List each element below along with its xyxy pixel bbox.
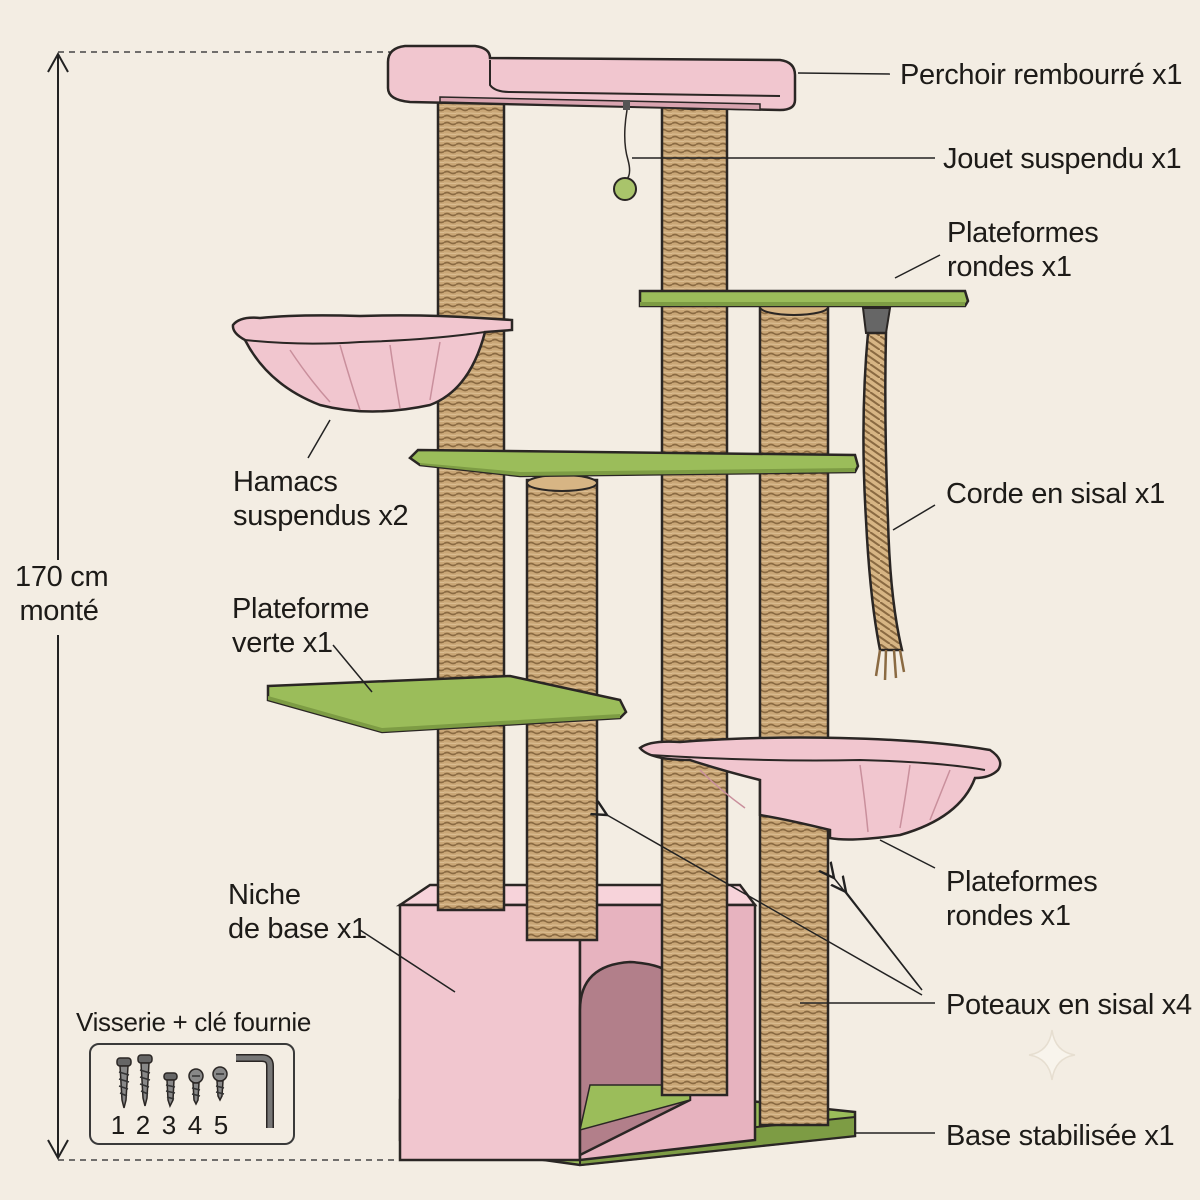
label-hammocks: Hamacs suspendus x2 — [233, 465, 409, 533]
label-line: Plateformes — [946, 866, 1098, 898]
leader-lines — [307, 72, 941, 1134]
sisal-post — [758, 303, 830, 1127]
label-line: Hamacs — [233, 466, 338, 498]
label-round-platform-bottom: Plateformes rondes x1 — [946, 865, 1098, 933]
hardware-title: Visserie + clé fournie — [76, 1007, 311, 1037]
hardware-number: 4 — [187, 1110, 203, 1140]
flat-screw-icon — [188, 1068, 204, 1106]
label-posts: Poteaux en sisal x4 — [946, 989, 1192, 1021]
lower-hammock — [638, 736, 1002, 841]
flat-screw-icon — [212, 1066, 228, 1102]
label-round-platform-top: Plateformes rondes x1 — [947, 216, 1099, 284]
padded-perch — [386, 44, 797, 112]
dimension-value: 170 cm — [15, 561, 109, 593]
middle-platform — [408, 448, 860, 478]
label-line: de base x1 — [228, 913, 367, 945]
label-line: Niche — [228, 879, 301, 911]
label-niche: Niche de base x1 — [228, 878, 367, 946]
hardware-icons — [116, 1054, 274, 1128]
dimension-unit-note: monté — [19, 595, 99, 627]
allen-key-icon — [236, 1054, 274, 1128]
label-toy: Jouet suspendu x1 — [943, 143, 1182, 175]
label-line: rondes x1 — [947, 251, 1072, 283]
hardware-number: 3 — [161, 1110, 177, 1140]
hardware-number: 5 — [213, 1110, 229, 1140]
hanging-toy — [613, 100, 637, 201]
label-line: Plateformes — [947, 217, 1099, 249]
sparkle-icon — [1028, 1029, 1076, 1081]
label-line: verte x1 — [232, 627, 333, 659]
label-green-platform: Plateforme verte x1 — [232, 592, 370, 660]
long-screw-icon — [116, 1057, 132, 1109]
green-platform — [266, 674, 628, 734]
hardware-number: 1 — [110, 1110, 126, 1140]
round-platform-top — [638, 289, 970, 308]
sisal-posts — [436, 84, 830, 1127]
sisal-rope — [861, 307, 906, 681]
sisal-post — [436, 88, 506, 912]
label-base: Base stabilisée x1 — [946, 1120, 1175, 1152]
label-rope: Corde en sisal x1 — [946, 478, 1165, 510]
sisal-post — [660, 98, 729, 1097]
dimension-label: 170 cm monté — [15, 560, 109, 628]
short-screw-icon — [163, 1072, 178, 1108]
label-line: Plateforme — [232, 593, 370, 625]
label-line: rondes x1 — [946, 900, 1071, 932]
hardware-box — [89, 1043, 295, 1145]
label-perch: Perchoir rembourré x1 — [900, 59, 1183, 91]
upper-hammock — [231, 314, 514, 413]
hardware-number: 2 — [135, 1110, 151, 1140]
label-line: suspendus x2 — [233, 500, 409, 532]
long-screw-icon — [137, 1054, 153, 1107]
